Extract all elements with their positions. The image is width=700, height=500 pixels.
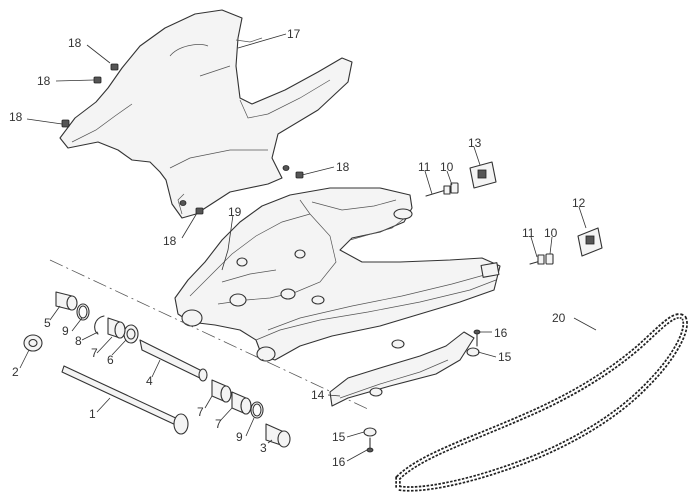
callout-2: 2 bbox=[12, 365, 19, 379]
leader-lines bbox=[19, 33, 597, 462]
callout-6: 6 bbox=[107, 353, 114, 367]
screw-18-c bbox=[61, 119, 70, 128]
callout-9-a: 9 bbox=[62, 324, 69, 338]
callout-19: 19 bbox=[228, 205, 242, 219]
callout-5: 5 bbox=[44, 316, 51, 330]
screw-18-a bbox=[110, 63, 119, 71]
bearing-7-c bbox=[231, 391, 252, 415]
callout-1: 1 bbox=[89, 407, 96, 421]
circlip-8 bbox=[94, 315, 105, 335]
bearing-7-a bbox=[107, 317, 126, 339]
adjuster-nut-10-b bbox=[545, 253, 554, 265]
callout-15-b: 15 bbox=[332, 430, 346, 444]
callout-18-e: 18 bbox=[163, 234, 177, 248]
screw-18-e bbox=[195, 207, 204, 215]
callout-7-b: 7 bbox=[197, 405, 204, 419]
adjuster-bolt-11-b bbox=[529, 254, 545, 265]
callout-13: 13 bbox=[468, 136, 482, 150]
callout-9-b: 9 bbox=[236, 430, 243, 444]
callout-18-d: 18 bbox=[336, 160, 350, 174]
washer-15-a bbox=[466, 347, 480, 357]
adjuster-nut-10-a bbox=[450, 182, 459, 194]
adjuster-plate-13 bbox=[469, 161, 497, 189]
adjuster-bolt-11-a bbox=[425, 185, 451, 197]
bushing-5 bbox=[55, 291, 78, 311]
callout-10-a: 10 bbox=[440, 160, 454, 174]
chain-slider-14 bbox=[329, 331, 475, 407]
seal-6 bbox=[123, 324, 139, 344]
screw-16-a bbox=[473, 329, 481, 347]
callout-labels: 18 18 18 17 18 18 19 11 10 13 12 11 10 2… bbox=[9, 27, 586, 469]
inner-tube-4 bbox=[139, 339, 208, 382]
pivot-axis-line bbox=[49, 259, 371, 411]
spacer-3 bbox=[265, 423, 291, 448]
callout-7-a: 7 bbox=[91, 346, 98, 360]
callout-3: 3 bbox=[260, 441, 267, 455]
callout-12: 12 bbox=[572, 196, 586, 210]
screw-16-b bbox=[366, 437, 374, 453]
callout-10-b: 10 bbox=[544, 226, 558, 240]
chain-guard-17 bbox=[59, 9, 353, 219]
callout-18-a: 18 bbox=[68, 36, 82, 50]
washer-15-b bbox=[363, 427, 377, 437]
pivot-bolt-1 bbox=[61, 365, 189, 435]
nut-2 bbox=[23, 334, 43, 352]
callout-20: 20 bbox=[552, 311, 566, 325]
swingarm-19 bbox=[174, 187, 501, 362]
callout-11-b: 11 bbox=[522, 226, 535, 240]
callout-18-c: 18 bbox=[9, 110, 23, 124]
callout-16-a: 16 bbox=[494, 326, 508, 340]
adjuster-plate-12 bbox=[577, 227, 603, 257]
callout-11-a: 11 bbox=[418, 160, 431, 174]
washer-9-a bbox=[76, 303, 90, 321]
callout-14: 14 bbox=[311, 388, 325, 402]
callout-18-b: 18 bbox=[37, 74, 51, 88]
callout-8: 8 bbox=[75, 334, 82, 348]
callout-17: 17 bbox=[287, 27, 301, 41]
callout-7-c: 7 bbox=[215, 417, 222, 431]
screw-18-b bbox=[93, 76, 102, 84]
callout-16-b: 16 bbox=[332, 455, 346, 469]
washer-9-b bbox=[250, 401, 264, 419]
bearing-7-b bbox=[211, 379, 232, 403]
screw-18-d bbox=[295, 171, 304, 179]
callout-4: 4 bbox=[146, 374, 153, 388]
drive-chain-20 bbox=[395, 313, 688, 492]
callout-15-a: 15 bbox=[498, 350, 512, 364]
